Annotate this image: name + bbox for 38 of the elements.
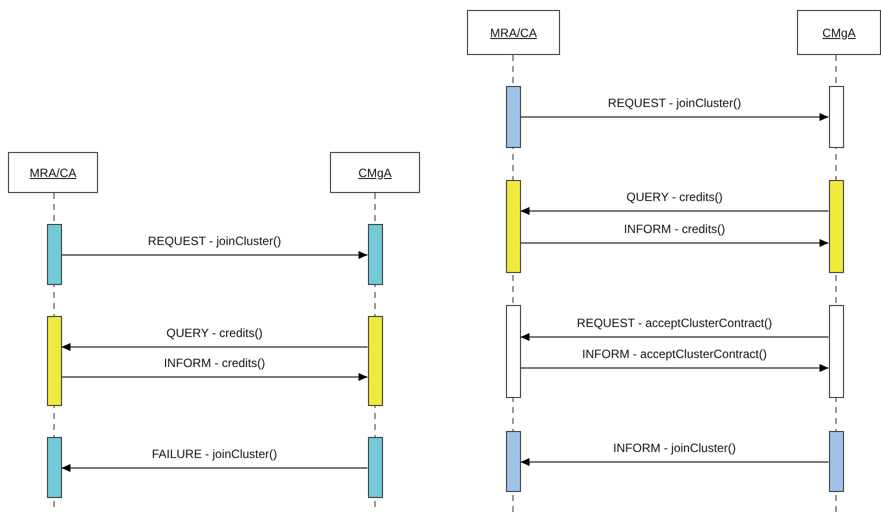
message-label: QUERY - credits() (166, 326, 263, 340)
message-arrow (520, 458, 828, 466)
message-label: REQUEST - joinCluster() (608, 96, 742, 110)
message-label: REQUEST - joinCluster() (148, 234, 282, 248)
activation-bar (46, 437, 62, 498)
activation-bar (506, 305, 520, 398)
lifeline-header: CMgA (797, 10, 881, 55)
message-arrow (520, 333, 828, 341)
lifeline-header: MRA/CA (467, 10, 560, 55)
activation-bar (506, 180, 520, 273)
activation-bar (46, 224, 62, 285)
activation-bar (828, 305, 844, 398)
activation-bar (506, 86, 520, 148)
message-label: INFORM - acceptClusterContract() (582, 347, 767, 361)
message-label: FAILURE - joinCluster() (152, 447, 278, 461)
message-arrow (62, 464, 368, 472)
message-label: QUERY - credits() (626, 190, 723, 204)
lifeline-header: MRA/CA (8, 152, 98, 193)
activation-bar (46, 316, 62, 406)
message-arrow (62, 251, 368, 259)
message-arrow (520, 364, 828, 372)
message-arrow (520, 207, 828, 215)
message-arrow (62, 373, 368, 381)
activation-bar (828, 180, 844, 273)
activation-bar (828, 86, 844, 148)
message-arrow (520, 239, 828, 247)
message-label: INFORM - credits() (624, 222, 726, 236)
message-label: INFORM - credits() (164, 356, 266, 370)
activation-bar (368, 316, 382, 406)
activation-bar (368, 224, 382, 285)
lifeline-header: CMgA (330, 152, 420, 193)
message-arrow (62, 343, 368, 351)
message-label: INFORM - joinCluster() (613, 441, 736, 455)
message-label: REQUEST - acceptClusterContract() (576, 316, 772, 330)
message-arrow (520, 113, 828, 121)
activation-bar (506, 431, 520, 492)
activation-bar (368, 437, 382, 498)
activation-bar (828, 431, 844, 492)
